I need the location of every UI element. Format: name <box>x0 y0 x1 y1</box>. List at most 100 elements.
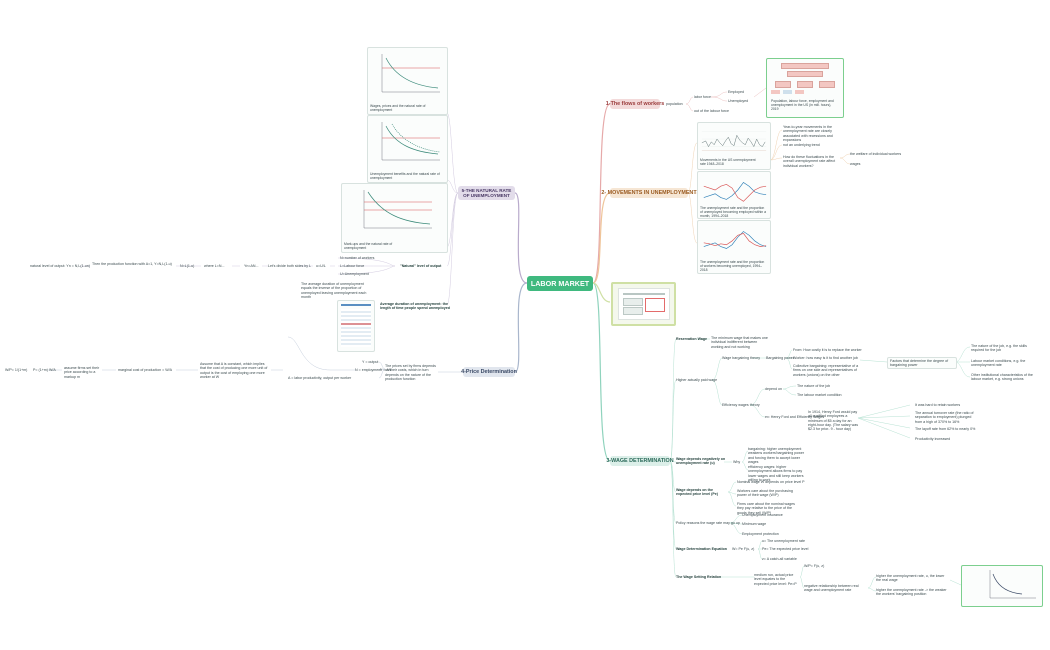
higher-unemp-lower-wage[interactable]: higher the unemployment rate, u, the low… <box>876 574 945 583</box>
yn-node[interactable]: Yn=AN... <box>244 264 259 268</box>
natural-rate-chart1-thumb <box>381 54 440 93</box>
labor-force-node[interactable]: labor force <box>694 95 711 99</box>
ford-layoff-rate[interactable]: The layoff rate from 62% to nearly 0% <box>915 427 976 431</box>
out-of-labor-force-node[interactable]: out of the labour force <box>694 109 729 113</box>
henry-ford-text[interactable]: In 1914, Henry Ford would pay all qualif… <box>808 410 859 432</box>
equation-u[interactable]: u= The unemployment rate <box>762 539 805 543</box>
production-function-node[interactable]: Then the production function with A=1, Y… <box>92 262 172 266</box>
lets-divide-node[interactable]: Let's divide both sides by L <box>268 264 312 268</box>
average-duration-caption[interactable]: Average duration of unemployment: the le… <box>380 302 450 311</box>
equation-z[interactable]: z= A catch-all variable <box>762 557 797 561</box>
unemployed-node[interactable]: Unemployed <box>728 99 749 103</box>
equation-pe[interactable]: Pe= The expected price level <box>762 547 809 551</box>
employed-node[interactable]: Employed <box>728 90 744 94</box>
branch-movements-in-unemployment[interactable]: 2- MOVEMENTS IN UNEMPLOYMENT <box>601 188 697 198</box>
central-topic[interactable]: LABOR MARKET <box>527 276 593 291</box>
natural-rate-chart1-card[interactable]: Wages, prices and the natural rate of un… <box>367 47 448 115</box>
why-node[interactable]: Why <box>733 460 741 464</box>
connector-b4 <box>514 282 528 373</box>
labour-market-condition-node[interactable]: The labour market condition <box>797 393 842 397</box>
reservation-wage-definition[interactable]: The minimum wage that makes one individu… <box>711 336 768 349</box>
ford-turnover-rate[interactable]: The annual turnover rate (the ratio of s… <box>915 411 974 424</box>
markup-node[interactable]: assume firms set their price according t… <box>64 366 100 379</box>
wage-negative-unemployment-node[interactable]: Wage depends negatively on unemployment … <box>676 457 726 466</box>
average-duration-text[interactable]: The average duration of unemployment equ… <box>301 282 367 299</box>
branch-wage-determination[interactable]: 3-WAGE DETERMINATION <box>606 456 674 466</box>
duration-table-card[interactable] <box>337 300 375 352</box>
y-equation-node[interactable]: Y = AN <box>380 368 392 372</box>
factor-institutional[interactable]: Other institutional characteristics of t… <box>971 373 1033 382</box>
year-to-year-node[interactable]: Year-to-year movements in the unemployme… <box>783 125 833 142</box>
natural-chart3-caption: Mark-ups and the natural rate of unemplo… <box>344 242 393 250</box>
branch-price-determination[interactable]: 4-Price Determination <box>461 367 517 377</box>
unemployment-insurance-node[interactable]: Unemployment insurance <box>742 513 783 517</box>
fluctuations-question-node[interactable]: How do these fluctuations in the overall… <box>783 155 836 168</box>
branch-natural-rate[interactable]: 5-THE NATURAL RATE OF UNEMPLOYMENT <box>458 186 515 200</box>
henry-ford-node[interactable]: ex: Henry Ford and Efficiency Wages <box>765 415 825 419</box>
weaker-bargaining-position[interactable]: higher the unemployment rate -> the weak… <box>876 588 947 597</box>
a-productivity-node[interactable]: A = labor productivity, output per worke… <box>288 376 352 380</box>
flows-diagram-card[interactable]: Population, labour force, employment and… <box>766 58 844 118</box>
minimum-wage-node[interactable]: Minimum wage <box>742 522 767 526</box>
wage-setting-relation-node[interactable]: The Wage Setting Relation <box>676 575 722 579</box>
collective-bargaining-node[interactable]: Collective bargaining: representative of… <box>793 364 859 377</box>
n-equation-node[interactable]: N=L(1-u) <box>180 264 195 268</box>
nature-of-job-node[interactable]: The nature of the job <box>797 384 831 388</box>
marginal-cost-node[interactable]: marginal cost of production = W/A <box>118 368 173 372</box>
population-node[interactable]: population <box>666 102 683 106</box>
n-employment-node[interactable]: N = employment <box>355 368 382 372</box>
policy-reasons-node[interactable]: Policy reasons the wage rate may go up <box>676 521 740 525</box>
overview-image-card[interactable] <box>611 282 676 326</box>
bargaining-power-node[interactable]: Bargaining power <box>766 356 794 360</box>
bargaining-negative-effect[interactable]: bargaining: higher unemployment weakens … <box>748 447 805 464</box>
workers-purchasing-power-node[interactable]: Workers care about the purchasing power … <box>737 489 793 498</box>
where-node[interactable]: where L=N... <box>204 264 225 268</box>
chart3-caption: The unemployment rate and the proportion… <box>700 260 765 272</box>
wage-equation[interactable]: W= Pe F(u, z) <box>732 547 755 551</box>
unemployment-node[interactable]: U=Unemployment <box>340 272 369 276</box>
wage-setting-curve-card[interactable] <box>961 565 1043 607</box>
chart-unemployment-rate-card[interactable]: Movements in the US unemployment rate 19… <box>697 122 771 170</box>
wage-bargaining-theory-node[interactable]: Wage bargaining theory <box>722 356 761 360</box>
n-workers-node[interactable]: N=number of workers <box>340 256 375 260</box>
price-equation-node[interactable]: P= (1+m) W/A <box>33 368 56 372</box>
y-output-node[interactable]: Y = output <box>362 360 379 364</box>
wage-determination-equation-node[interactable]: Wage Determination Equation <box>676 547 727 551</box>
welfare-node[interactable]: the welfare of individual workers <box>850 152 902 156</box>
natural-rate-chart2-card[interactable]: Unemployment benefits and the natural ra… <box>367 115 448 183</box>
reservation-wage-node[interactable]: Reservation Wage <box>676 337 708 341</box>
natural-level-output-equation-node[interactable]: natural level of output: Yn = N,L(1-un) <box>30 264 90 268</box>
wage-setting-equation[interactable]: W/P= F(u, z) <box>804 564 825 568</box>
efficiency-negative-effect[interactable]: efficiency wages: higher unemployment al… <box>748 465 804 482</box>
efficiency-wages-node[interactable]: Efficiency wages theory <box>722 403 760 407</box>
ford-retain-workers[interactable]: It was hard to retain workers <box>915 403 961 407</box>
medium-run-node[interactable]: medium run, actual price level equates t… <box>754 573 797 586</box>
firms-nominal-wage-node[interactable]: Firms care about the nominal wages they … <box>737 502 795 515</box>
negative-relationship-node[interactable]: negative relationship between real wage … <box>804 584 859 593</box>
employment-protection-node[interactable]: Employment protection <box>742 532 779 536</box>
assume-a-constant-node[interactable]: Assume that A is constant, which implies… <box>200 362 268 379</box>
unemployment-rate-chart-thumb <box>701 131 767 151</box>
chart-becoming-employed-card[interactable]: The unemployment rate and the proportion… <box>697 171 771 219</box>
real-wage-equation-node[interactable]: W/P= 1/(1+m) <box>5 368 28 372</box>
wages-node[interactable]: wages <box>850 162 861 166</box>
depend-on-node[interactable]: depend on <box>765 387 782 391</box>
not-underlying-trend-node[interactable]: not an underlying trend <box>783 143 820 147</box>
u-rate-node[interactable]: u=U/L <box>316 264 326 268</box>
bargaining-power-firm[interactable]: From: How costly it is to replace the wo… <box>793 348 862 352</box>
factor-nature-of-job[interactable]: The nature of the job, e.g. the skills r… <box>971 344 1027 353</box>
factor-labour-market[interactable]: Labour market conditions, e.g. the unemp… <box>971 359 1026 368</box>
labour-force-node[interactable]: L=Labour force <box>340 264 365 268</box>
wage-expected-price-node[interactable]: Wage depends on the expected price level… <box>676 488 718 497</box>
natural-rate-chart3-card[interactable]: Mark-ups and the natural rate of unemplo… <box>341 183 448 253</box>
ford-productivity[interactable]: Productivity increased <box>915 437 951 441</box>
higher-wage-node[interactable]: Higher actually paid wage <box>676 378 718 382</box>
factors-bargaining-power-node[interactable]: Factors that determine the degree of bar… <box>887 357 957 369</box>
bargaining-power-worker[interactable]: Worker: how easy is it to find another j… <box>793 356 858 360</box>
price-set-by-firms-node[interactable]: The prices set by firms depends on their… <box>385 364 436 381</box>
natural-level-of-output-node[interactable]: "Natural" level of output <box>400 264 442 268</box>
nominal-wage-node[interactable]: Nominal wage W depends on price level P <box>737 480 805 484</box>
branch-flows-of-workers[interactable]: 1-The flows of workers <box>605 99 665 109</box>
chart-becoming-unemployed-card[interactable]: The unemployment rate and the proportion… <box>697 220 771 274</box>
